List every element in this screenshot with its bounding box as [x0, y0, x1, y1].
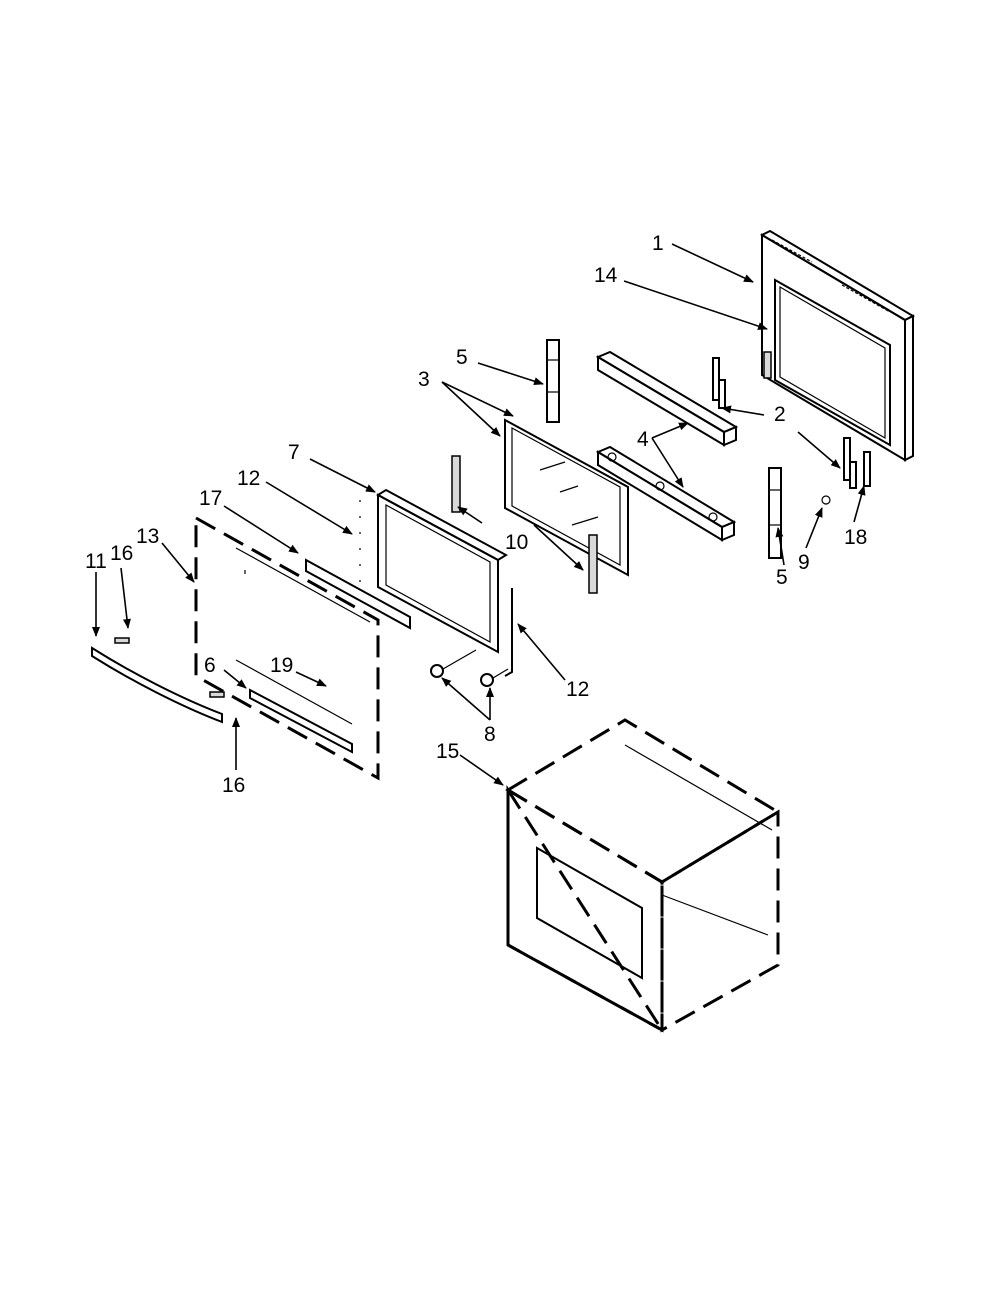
spacers	[451, 455, 598, 594]
label-13: 13	[136, 525, 159, 548]
door-bars	[595, 350, 739, 542]
oven-cavity	[505, 718, 781, 1033]
label-5-bottom: 5	[776, 566, 788, 589]
label-16-top: 16	[110, 542, 133, 565]
callout-labels: 1 14 5 3 2 4 7 12 17 10 13 16 11 18 9 5 …	[85, 232, 867, 797]
screws	[430, 649, 509, 687]
leader-lines	[92, 243, 866, 786]
label-4: 4	[637, 428, 649, 451]
inner-frame	[359, 488, 508, 654]
label-9: 9	[798, 551, 810, 574]
label-10: 10	[505, 531, 528, 554]
front-door-glass	[194, 515, 380, 781]
label-8: 8	[484, 723, 496, 746]
label-16-bottom: 16	[222, 774, 245, 797]
label-19: 19	[270, 654, 293, 677]
label-6: 6	[204, 654, 216, 677]
label-12-bottom: 12	[566, 678, 589, 701]
brackets	[546, 339, 782, 559]
label-1: 1	[652, 232, 664, 255]
label-17: 17	[199, 487, 222, 510]
label-5-top: 5	[456, 346, 468, 369]
label-3: 3	[418, 368, 430, 391]
glass-panel	[504, 418, 629, 577]
label-7: 7	[288, 441, 300, 464]
label-15: 15	[436, 740, 459, 763]
door-handle	[91, 637, 225, 724]
label-14: 14	[594, 264, 618, 287]
label-18: 18	[844, 526, 867, 549]
label-12-top: 12	[237, 467, 260, 490]
label-11: 11	[85, 550, 107, 573]
side-trims	[305, 558, 513, 677]
label-2: 2	[774, 403, 786, 426]
